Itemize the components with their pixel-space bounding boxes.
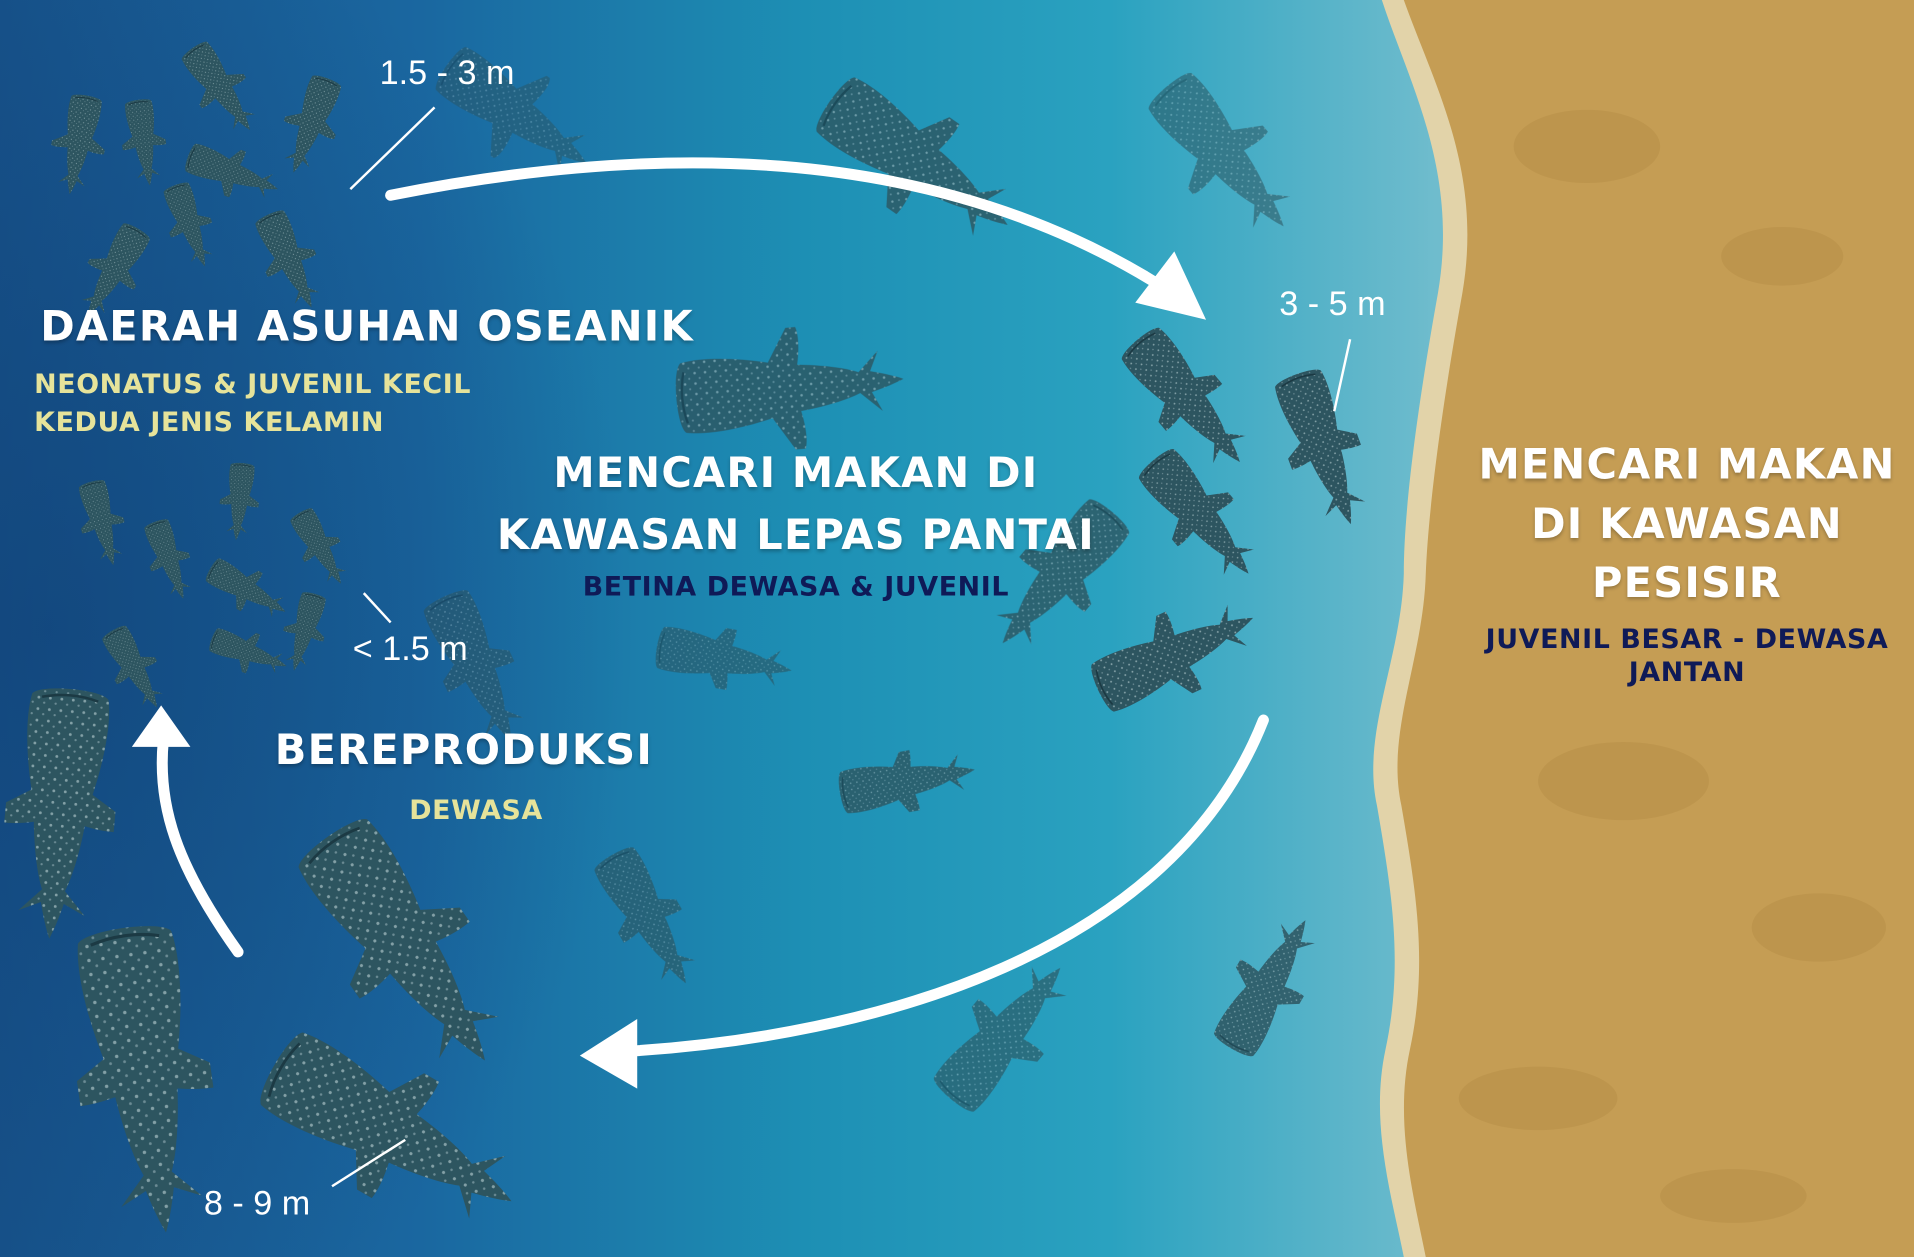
arrow-head-nursery [131,705,191,747]
size-label-adult: 8 - 9 m [203,1183,311,1222]
size-label-coastal-juvenile: 3 - 5 m [1279,284,1386,323]
coastal-subtitle-line2: JANTAN [1628,657,1746,689]
arrow-heads [131,251,1207,1089]
coastal-title-line2: DI KAWASAN [1531,500,1843,550]
sand-texture [1458,109,1886,1223]
arrow-nursery-to-coastal [385,157,1178,299]
leader-line-adult [331,1138,406,1188]
leader-line-neonate [362,592,392,624]
offshore-title-line1: MENCARI MAKAN DI [553,449,1039,498]
offshore-subtitle: BETINA DEWASA & JUVENIL [582,572,1010,603]
size-leader-lines [331,106,1352,1188]
coastal-subtitle-line1: JUVENIL BESAR - DEWASA [1485,624,1889,656]
reproduction-subtitle: DEWASA [409,795,543,827]
nursery-subtitle-line1: NEONATUS & JUVENIL KECIL [34,369,472,401]
size-label-small-juvenile: 1.5 - 3 m [379,53,515,92]
reproduction-title: BEREPRODUKSI [274,726,653,775]
coastal-title-line1: MENCARI MAKAN [1478,440,1896,490]
arrow-head-coastal [1135,251,1207,320]
coastal-title-line3: PESISIR [1592,558,1782,608]
size-label-neonate: < 1.5 m [352,629,468,668]
arrow-coastal-to-reproduction [610,714,1269,1058]
leader-line-coastal-juvenile [1333,339,1352,412]
nursery-title: DAERAH ASUHAN OSEANIK [40,302,694,352]
leader-line-small-juvenile [349,106,436,191]
arrow-head-reproduction [579,1019,638,1089]
offshore-title-line2: KAWASAN LEPAS PANTAI [496,511,1095,561]
cycle-arrows [156,157,1269,1058]
arrow-reproduction-to-nursery [156,732,244,958]
sand-area [1397,0,1914,1257]
nursery-subtitle-line2: KEDUA JENIS KELAMIN [34,407,385,439]
